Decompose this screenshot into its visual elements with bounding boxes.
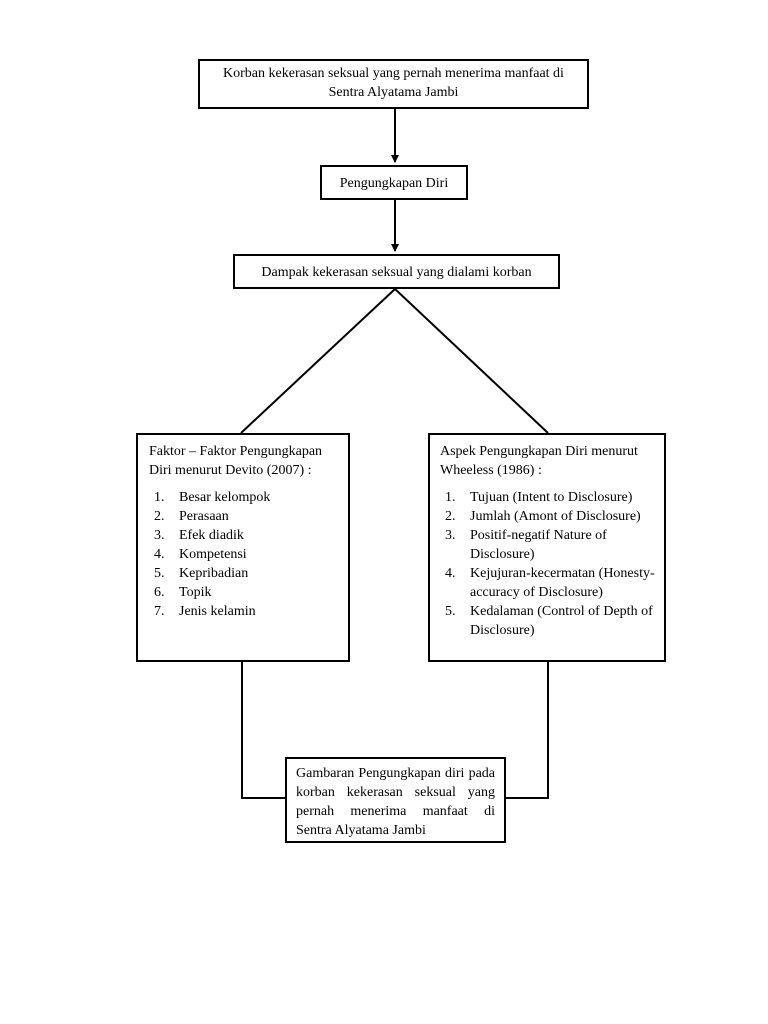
top-box: Korban kekerasan seksual yang pernah men… [198, 59, 589, 109]
list-item: 1. Besar kelompok [149, 488, 338, 507]
impact-box-text: Dampak kekerasan seksual yang dialami ko… [261, 265, 532, 280]
list-item-number: 5. [445, 604, 456, 619]
list-item-number: 4. [445, 566, 456, 581]
merge-line-right [506, 662, 549, 799]
list-item: 4. Kompetensi [149, 545, 338, 564]
list-item-text: Efek diadik [179, 528, 244, 543]
left-factors-box: Faktor – Faktor Pengungkapan Diri menuru… [136, 433, 350, 662]
list-item: 5. Kepribadian [149, 564, 338, 583]
list-item-number: 7. [154, 604, 165, 619]
right-aspects-list: 1. Tujuan (Intent to Disclosure) 2. Jumlah… [440, 488, 656, 640]
list-item: 4. Kejujuran-kecermatan (Honesty-accuracy… [440, 564, 656, 602]
list-item: 1. Tujuan (Intent to Disclosure) [440, 488, 656, 507]
middle-box-text: Pengungkapan Diri [339, 176, 449, 191]
list-item: 2. Perasaan [149, 507, 338, 526]
list-item-number: 2. [154, 509, 165, 524]
middle-box: Pengungkapan Diri [320, 165, 468, 200]
list-item-text: Jenis kelamin [179, 604, 256, 619]
list-item-text: Kedalaman (Control of Depth of Disclosur… [470, 604, 653, 638]
list-item-text: Perasaan [179, 509, 229, 524]
list-item: 5. Kedalaman (Control of Depth of Disclos… [440, 602, 656, 640]
list-item-text: Kompetensi [179, 547, 247, 562]
top-box-text: Korban kekerasan seksual yang pernah men… [223, 66, 564, 100]
list-item-text: Topik [179, 585, 212, 600]
impact-box: Dampak kekerasan seksual yang dialami ko… [233, 254, 560, 289]
list-item-text: Tujuan (Intent to Disclosure) [470, 490, 633, 505]
list-item-text: Kepribadian [179, 566, 249, 581]
list-item-text: Kejujuran-kecermatan (Honesty-accuracy o… [470, 566, 655, 600]
bottom-box: Gambaran Pengungkapan diri pada korban k… [285, 757, 506, 843]
list-item-number: 2. [445, 509, 456, 524]
right-box-heading: Aspek Pengungkapan Diri menurut Wheeless… [440, 444, 638, 478]
list-item-number: 1. [154, 490, 165, 505]
list-item: 3. Efek diadik [149, 526, 338, 545]
merge-line-left [241, 662, 285, 799]
list-item-text: Positif-negatif Nature of Disclosure) [470, 528, 607, 562]
bottom-box-text: Gambaran Pengungkapan diri pada korban k… [296, 766, 495, 838]
list-item-number: 4. [154, 547, 165, 562]
list-item: 3. Positif-negatif Nature of Disclosure) [440, 526, 656, 564]
list-item-text: Besar kelompok [179, 490, 271, 505]
list-item-number: 3. [445, 528, 456, 543]
left-box-heading: Faktor – Faktor Pengungkapan Diri menuru… [149, 444, 323, 478]
list-item-number: 5. [154, 566, 165, 581]
list-item: 7. Jenis kelamin [149, 602, 338, 621]
left-factors-list: 1. Besar kelompok 2. Perasaan 3. Efek diadi… [149, 488, 338, 621]
branch-line-right [394, 288, 549, 434]
list-item-number: 6. [154, 585, 165, 600]
list-item-number: 1. [445, 490, 456, 505]
list-item: 2. Jumlah (Amont of Disclosure) [440, 507, 656, 526]
list-item-text: Jumlah (Amont of Disclosure) [470, 509, 641, 524]
list-item: 6. Topik [149, 583, 338, 602]
list-item-number: 3. [154, 528, 165, 543]
branch-line-left [240, 288, 396, 434]
right-aspects-box: Aspek Pengungkapan Diri menurut Wheeless… [428, 433, 666, 662]
